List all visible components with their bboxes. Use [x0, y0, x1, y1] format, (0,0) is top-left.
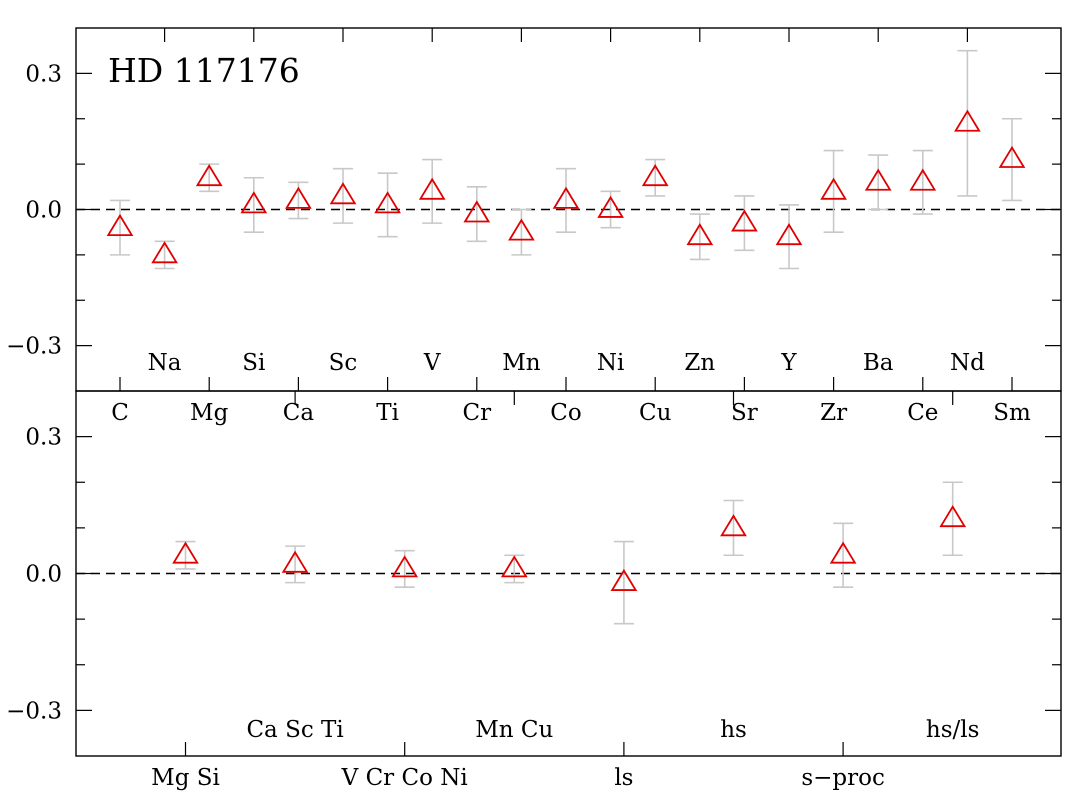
y-tick-label: 0.3 — [25, 425, 62, 451]
data-point-sc — [329, 182, 357, 205]
chart-title: HD 117176 — [108, 51, 300, 90]
category-label: Cu — [639, 400, 671, 426]
data-point-y — [775, 222, 803, 246]
category-label: ls — [614, 765, 633, 791]
category-label: Ti — [376, 400, 399, 426]
category-label: Co — [550, 400, 581, 426]
category-label: Zr — [820, 400, 847, 426]
data-point-s-proc — [829, 541, 857, 564]
category-label: Mn Cu — [475, 717, 553, 743]
data-point-ni — [597, 195, 624, 218]
data-point-zr — [820, 177, 847, 200]
data-point-sr — [731, 209, 758, 232]
data-point-v — [418, 177, 446, 200]
category-label: Ca Sc Ti — [246, 717, 343, 743]
y-tick-label: 0.0 — [25, 562, 62, 588]
panel-2: −0.3 0.0 0.3 Mg Si Ca Sc Ti V Cr Co Ni Mn Cu ls… — [6, 390, 1062, 791]
data-point-hs — [720, 514, 747, 537]
data-point-mn-cu — [500, 555, 528, 578]
panel-2-frame — [75, 390, 1062, 757]
data-point-co — [552, 186, 580, 209]
y-tick-label: 0.3 — [25, 61, 62, 87]
category-label: Mg — [190, 400, 229, 426]
category-label: Sm — [993, 400, 1031, 426]
category-label: Si — [242, 350, 265, 376]
category-label: Mn — [502, 350, 541, 376]
data-point-na — [151, 241, 178, 264]
category-label: Ba — [863, 350, 894, 376]
category-label: Ca — [283, 400, 315, 426]
category-label: Y — [780, 350, 797, 376]
data-point-ti — [374, 191, 401, 214]
category-label: V Cr Co Ni — [341, 765, 468, 791]
data-point-ce — [909, 168, 937, 191]
category-label: hs/ls — [926, 717, 980, 743]
data-point-ba — [864, 168, 892, 191]
y-tick-label: −0.3 — [6, 334, 62, 360]
y-tick-label: −0.3 — [6, 698, 62, 724]
data-point-c — [106, 213, 134, 236]
category-label: Sr — [731, 400, 758, 426]
data-point-zn — [686, 222, 714, 246]
category-label: Na — [148, 350, 182, 376]
data-point-sm — [998, 145, 1026, 168]
data-point-mn — [508, 218, 535, 241]
data-point-cu — [641, 163, 669, 187]
category-label: C — [111, 400, 129, 426]
data-point-mg — [195, 163, 223, 187]
category-label: Nd — [950, 350, 985, 376]
data-point-nd — [954, 109, 981, 132]
data-point-ca-sc-ti — [281, 550, 309, 573]
data-point-mg-si — [172, 541, 199, 564]
y-tick-label: 0.0 — [25, 198, 62, 224]
category-label: Mg Si — [151, 765, 220, 791]
category-label: hs — [720, 717, 747, 743]
category-label: Zn — [684, 350, 715, 376]
data-point-ca — [285, 186, 312, 209]
data-point-ls — [610, 568, 638, 591]
data-point-cr — [463, 200, 491, 223]
data-point-hs-ls — [939, 505, 967, 528]
category-label: V — [423, 350, 441, 376]
category-label: Ce — [907, 400, 938, 426]
data-point-si — [240, 191, 268, 214]
category-label: Sc — [329, 350, 358, 376]
category-label: s−proc — [801, 765, 885, 791]
category-label: Ni — [597, 350, 624, 376]
category-label: Cr — [463, 400, 492, 426]
data-point-v-cr-co-ni — [391, 555, 419, 578]
